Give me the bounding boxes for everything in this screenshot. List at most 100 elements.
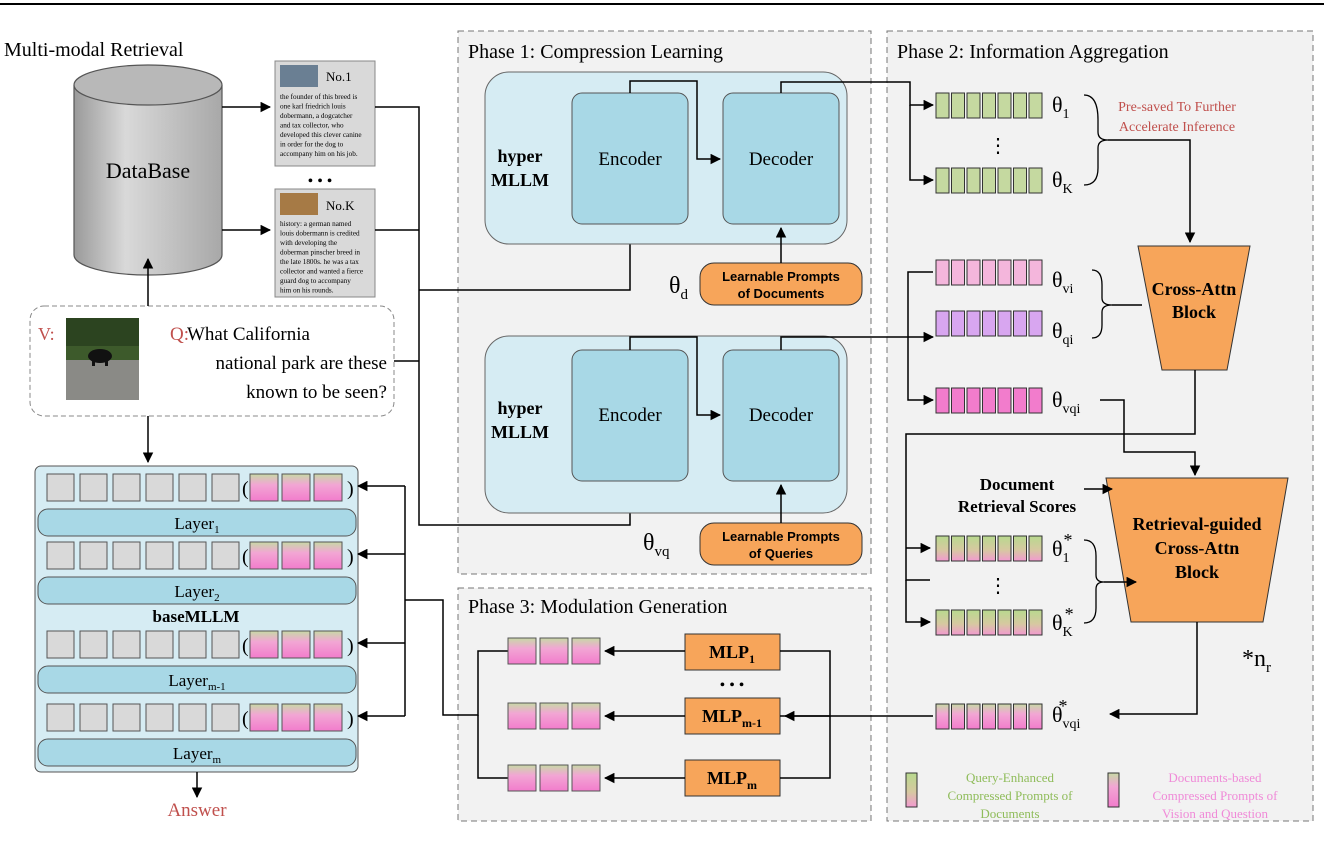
theta-vi: θvi	[1052, 267, 1074, 297]
document-k-thumbnail	[280, 193, 318, 215]
token-gray	[46, 703, 75, 732]
document-k-line: louis dobermann is credited	[280, 230, 360, 238]
token-strip-theta-vqi-cell	[997, 387, 1012, 414]
token-strip-theta-1-star-cell	[935, 535, 950, 562]
token-gray	[79, 473, 108, 502]
rg-line2: Cross-Attn	[1155, 538, 1240, 558]
document-1-thumbnail	[280, 65, 318, 87]
token-strip-theta-1-cell	[997, 92, 1012, 119]
document-1-line: developed this clever canine	[280, 131, 362, 139]
document-k-line: doberman pinscher breed in	[280, 249, 360, 257]
token-gray	[112, 541, 141, 570]
document-1-line: in order for the dog to	[280, 141, 344, 149]
token-gray	[112, 473, 141, 502]
rg-line3: Block	[1175, 562, 1219, 582]
basemllm-token-rows: ()()()()	[46, 473, 354, 732]
decoder-doc-label: Decoder	[749, 149, 814, 170]
token-strip-theta-vi-cell	[1028, 259, 1043, 286]
token-gray	[46, 541, 75, 570]
prompt-queries-line2: of Queries	[749, 546, 813, 561]
arrow-enc-dec-doc	[629, 80, 722, 165]
layer-m-label: Layer	[173, 744, 213, 763]
documents-ellipsis: • • •	[308, 173, 333, 190]
line-docs-bus	[375, 106, 420, 361]
paren-close: )	[347, 635, 354, 657]
line-cross-out	[905, 370, 1196, 581]
token-strip-theta-1-cell	[966, 92, 981, 119]
layer-m-sub: m	[213, 754, 222, 766]
token-gray	[112, 703, 141, 732]
layer-1-label: Layer	[174, 514, 214, 533]
token-strip-theta-1-star-cell	[1013, 535, 1027, 562]
phase3-title: Phase 3: Modulation Generation	[468, 596, 727, 618]
phase3-token	[571, 637, 601, 665]
token-strip-theta-vqi-star-cell	[935, 703, 950, 730]
doc-scores-line2: Retrieval Scores	[958, 497, 1077, 516]
token-strip-theta-1-cell	[951, 92, 965, 119]
token-strip-theta-vi-cell	[935, 259, 950, 286]
phase2-panel	[886, 30, 1314, 822]
hyper-query-line1: hyper	[498, 398, 543, 418]
mlp-ellipsis: • • •	[720, 677, 745, 694]
hyper-doc-line1: hyper	[498, 146, 543, 166]
token-gray	[178, 541, 207, 570]
token-strip-theta-1-star-cell	[1028, 535, 1043, 562]
token-gray	[178, 473, 207, 502]
paren-open: (	[242, 708, 249, 730]
token-strip-theta-vqi-star-cell	[951, 703, 965, 730]
token-strip-theta-qi-cell	[997, 310, 1012, 337]
cross-attn-line1: Cross-Attn	[1152, 279, 1237, 299]
token-gray	[211, 630, 240, 659]
token-strip-theta-vi	[935, 259, 1043, 286]
mlp-m-box	[684, 759, 781, 797]
token-strip-theta-vqi-star-cell	[1028, 703, 1043, 730]
document-1-tag: No.1	[326, 69, 352, 84]
token-strip-theta-k-star-cell	[951, 609, 965, 636]
token-strip-theta-vi-cell	[982, 259, 996, 286]
document-k-line: with developing the	[280, 239, 337, 247]
token-strip-theta-1-star-cell	[951, 535, 965, 562]
phase3-token	[507, 702, 537, 730]
vdots-star: ⋮	[988, 575, 1008, 597]
token-strip-theta-vqi-cell	[966, 387, 981, 414]
prompt-queries-line1: Learnable Prompts	[722, 529, 840, 544]
token-strip-theta-1-cell	[1013, 92, 1027, 119]
token-strip-theta-k-cell	[966, 167, 981, 194]
token-strip-theta-qi-cell	[935, 310, 950, 337]
token-gray	[46, 630, 75, 659]
retrieval-guided-block	[1105, 477, 1289, 623]
document-1-line: and tax collector, who	[280, 122, 344, 130]
paren-close: )	[347, 708, 354, 730]
token-modulation	[281, 473, 311, 502]
layer-1: Layer1	[37, 508, 357, 537]
legend1-line3: Documents	[980, 806, 1039, 821]
legend-pink-swatch	[1107, 772, 1120, 808]
token-gray	[211, 541, 240, 570]
document-1-line: the founder of this breed is	[280, 93, 357, 101]
token-strip-theta-vqi-star-cell	[997, 703, 1012, 730]
layer-m-1-sub: m-1	[208, 681, 226, 693]
paren-close: )	[347, 546, 354, 568]
mlp-m-1-label: MLPm-1	[702, 706, 762, 730]
layer-m-1: Layerm-1	[37, 665, 357, 694]
legend1-line1: Query-Enhanced	[966, 770, 1055, 785]
token-modulation	[281, 630, 311, 659]
arrow-decoder-doc-out-k	[909, 105, 935, 186]
token-strip-theta-qi-cell	[1013, 310, 1027, 337]
token-modulation	[313, 630, 343, 659]
theta-k: θK	[1052, 167, 1073, 197]
document-k-line: the late 1800s. he was a tax	[280, 258, 359, 266]
svg-text:Layerm-1: Layerm-1	[168, 671, 225, 693]
line-phase3-bus	[405, 599, 520, 716]
token-gray	[112, 630, 141, 659]
document-k-line: guard dog to accompany	[280, 277, 351, 285]
legend-green-swatch	[905, 772, 918, 808]
mlp-m-1-box	[684, 697, 781, 735]
query-text-line1: What California	[187, 324, 310, 345]
token-strip-theta-qi	[935, 310, 1043, 337]
